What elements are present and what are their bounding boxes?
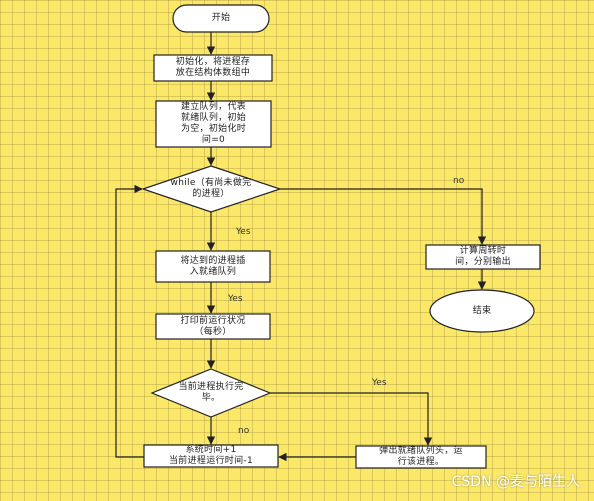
compute-node [425,244,541,270]
insert-label: 将达到的进程插 入就绪队列 [180,255,246,277]
time-update-node [143,444,279,468]
init-label: 初始化，将进程存 放在结构体数组中 [175,57,251,78]
print-node [155,313,271,340]
edge-label-no-loop: no [453,176,465,186]
edge-label-yes-2: Yes [228,294,243,304]
start-node [172,4,270,33]
time-update-label: 系统时间+1 当前进程运行时间-1 [169,445,253,466]
insert-node [155,250,271,283]
end-label: 结束 [472,305,492,316]
queue-label: 建立队列，代表 就绪队列，初始 为空，初始化时 间=0 [180,102,247,145]
done-label: 当前进程执行完 毕。 [178,382,244,403]
edge-loop-back [115,184,144,458]
compute-label: 计算周转时 间，分别输出 [455,246,511,267]
end-node [429,289,535,333]
edge-done-dequeue [270,392,433,446]
edge-while-compute [280,188,487,245]
dequeue-label: 弹出就绪队列头，运 行该进程。 [379,446,463,467]
while-label: while（有尚未做完 的进程） [170,178,252,199]
queue-node [155,100,272,148]
start-label: 开始 [211,13,231,23]
print-label: 打印前运行状况 （每秒） [180,315,246,337]
edge-label-no-done: no [238,426,250,436]
init-node [153,54,273,82]
watermark: CSDN @麦与陌生人 [451,474,580,490]
edge-label-yes-done: Yes [372,378,387,388]
edge-label-yes-1: Yes [236,227,251,237]
